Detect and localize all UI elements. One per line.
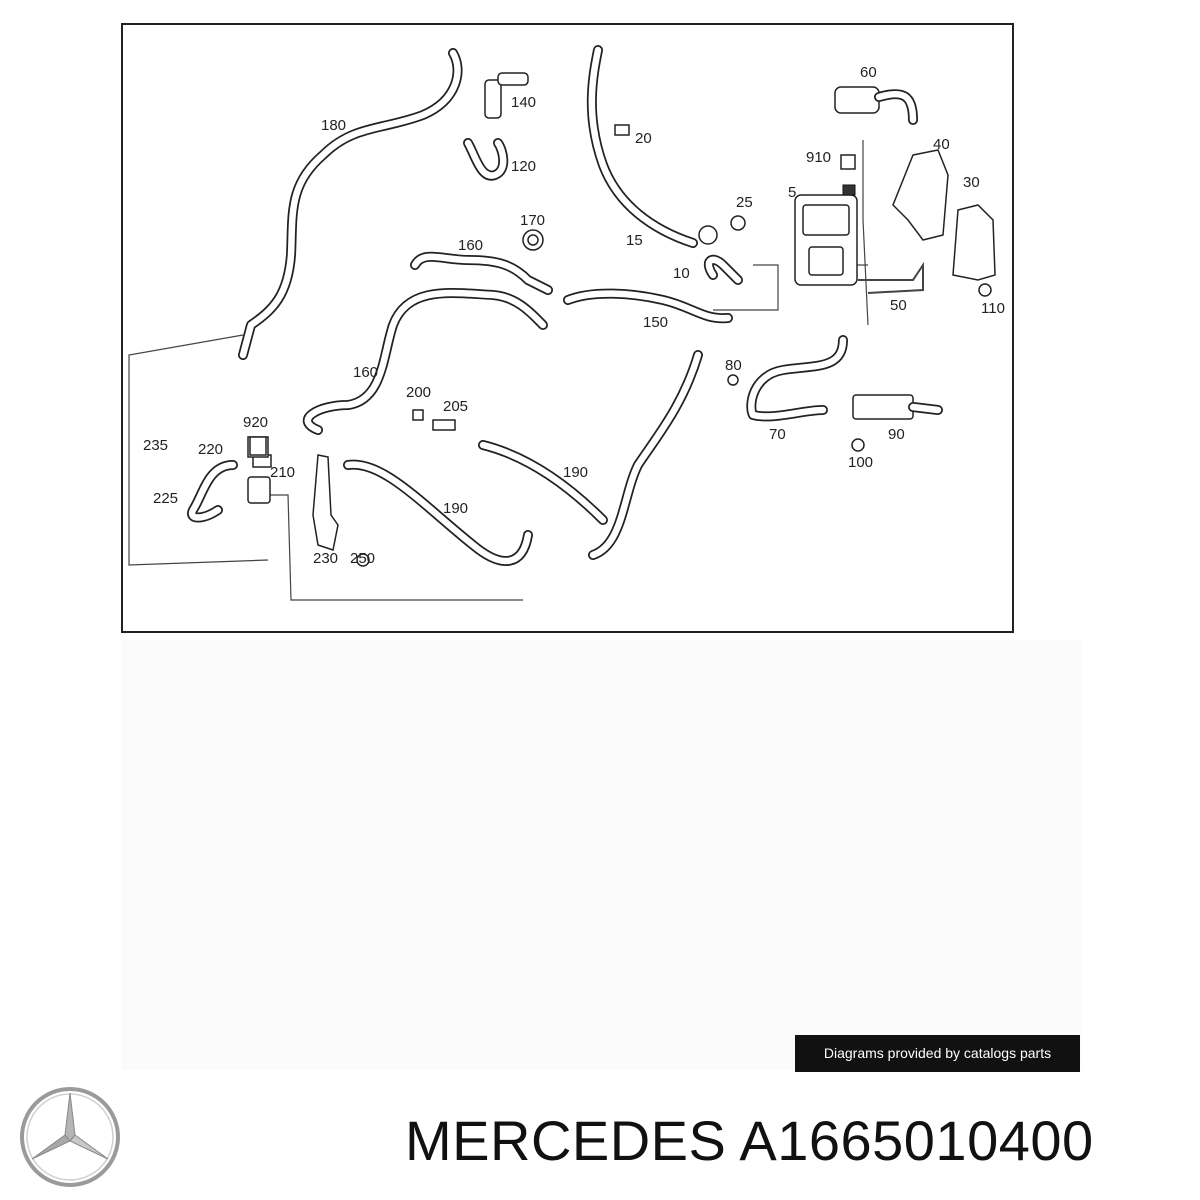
credit-badge: Diagrams provided by catalogs parts xyxy=(795,1035,1080,1072)
label-225: 225 xyxy=(153,490,178,507)
hose-120 xyxy=(463,138,509,181)
hose-15 xyxy=(586,45,718,248)
mercedes-star-logo xyxy=(20,1087,120,1187)
part-labels: 180 140 20 120 60 40 910 5 30 25 170 160… xyxy=(143,64,1005,567)
label-160-lower: 160 xyxy=(353,364,378,381)
label-15: 15 xyxy=(626,232,643,249)
hose-diagram-drawing: 180 140 20 120 60 40 910 5 30 25 170 160… xyxy=(128,45,1005,601)
label-10: 10 xyxy=(673,265,690,282)
part-number: A1665010400 xyxy=(739,1109,1094,1172)
line-50 xyxy=(858,261,924,294)
label-210: 210 xyxy=(270,464,295,481)
label-920: 920 xyxy=(243,414,268,431)
brand-part-title: MERCEDES A1665010400 xyxy=(405,1108,1094,1173)
label-235: 235 xyxy=(143,437,168,454)
label-200: 200 xyxy=(406,384,431,401)
parts-diagram: 180 140 20 120 60 40 910 5 30 25 170 160… xyxy=(121,23,1014,633)
label-25: 25 xyxy=(736,194,753,211)
label-170: 170 xyxy=(520,212,545,229)
label-110: 110 xyxy=(981,300,1005,317)
label-150: 150 xyxy=(643,314,668,331)
label-5: 5 xyxy=(788,184,796,201)
bracket-40 xyxy=(892,149,949,241)
label-60: 60 xyxy=(860,64,877,81)
hose-180 xyxy=(238,48,463,360)
label-160-upper: 160 xyxy=(458,237,483,254)
label-140: 140 xyxy=(511,94,536,111)
bracket-230 xyxy=(312,454,339,551)
hose-160-upper xyxy=(410,251,553,295)
heater-unit-5 xyxy=(794,184,858,286)
label-230: 230 xyxy=(313,550,338,567)
label-50: 50 xyxy=(890,297,907,314)
hose-70 xyxy=(746,335,848,422)
label-220: 220 xyxy=(198,441,223,458)
label-30: 30 xyxy=(963,174,980,191)
part-60 xyxy=(834,86,918,125)
brand-name: MERCEDES xyxy=(405,1109,727,1172)
bracket-30 xyxy=(952,204,996,281)
hose-150 xyxy=(563,288,733,324)
label-180: 180 xyxy=(321,117,346,134)
hoses-190 xyxy=(343,350,703,566)
label-190-left: 190 xyxy=(443,500,468,517)
hose-10 xyxy=(703,254,743,285)
small-parts xyxy=(247,124,992,567)
valve-210 xyxy=(187,436,271,523)
hose-160-lower xyxy=(302,288,548,435)
label-20: 20 xyxy=(635,130,652,147)
label-250: 250 xyxy=(350,550,375,567)
label-40: 40 xyxy=(933,136,950,153)
label-80: 80 xyxy=(725,357,742,374)
label-910: 910 xyxy=(806,149,831,166)
leader-lines xyxy=(128,140,869,601)
background-panel xyxy=(121,640,1081,1070)
label-70: 70 xyxy=(769,426,786,443)
label-190-right: 190 xyxy=(563,464,588,481)
label-120: 120 xyxy=(511,158,536,175)
part-140 xyxy=(484,72,529,119)
label-100: 100 xyxy=(848,454,873,471)
label-205: 205 xyxy=(443,398,468,415)
label-90: 90 xyxy=(888,426,905,443)
part-90 xyxy=(852,394,943,420)
